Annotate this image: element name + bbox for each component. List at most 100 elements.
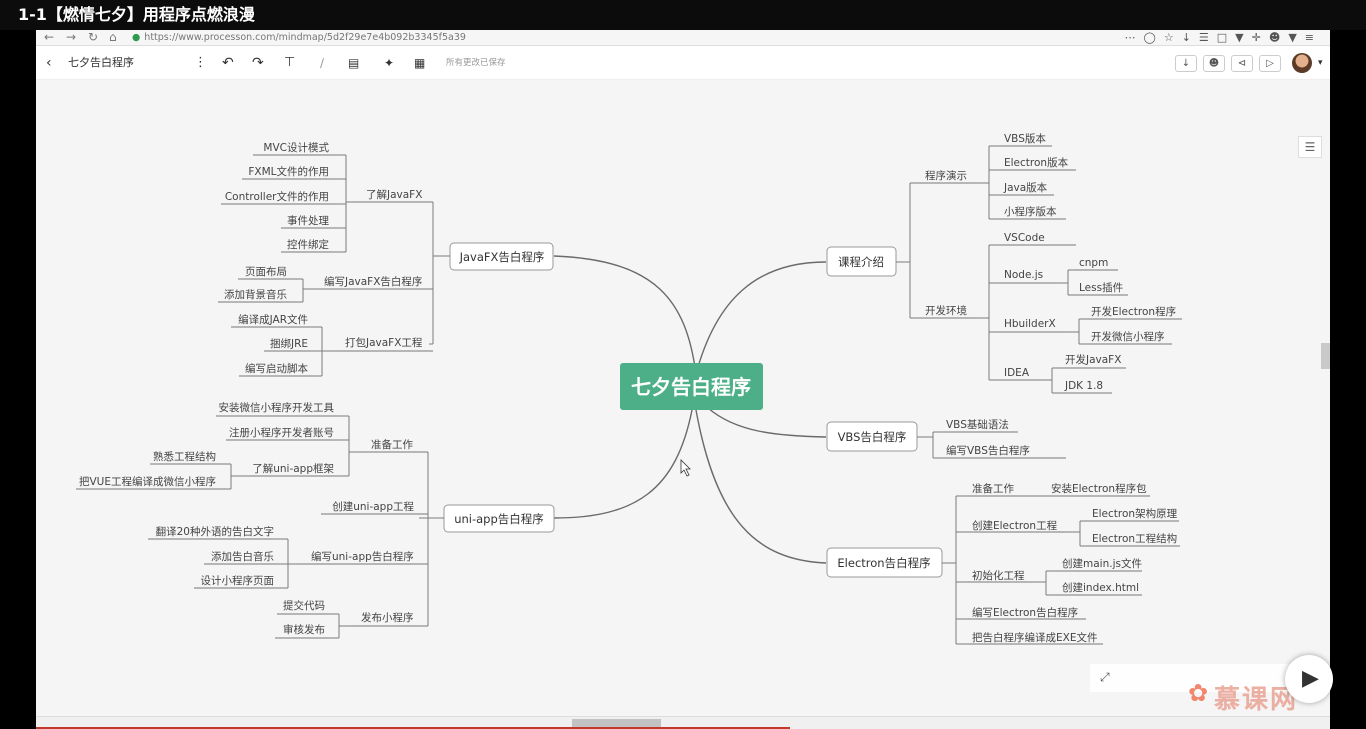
editor-toolbar: ‹ 七夕告白程序 ⋮ ↶ ↷ ⊤ ∕ ▤ ✦ ▦ 所有更改已保存 ↓ ☻ ⊲ ▷… — [36, 46, 1330, 80]
browser-url-bar: ← → ↻ ⌂ ●https://www.processon.com/mindm… — [36, 30, 1330, 46]
avatar[interactable] — [1292, 53, 1312, 73]
magic-icon[interactable]: ✦ — [384, 56, 395, 70]
mindmap-svg: 七夕告白程序 JavaFX告白程序 了解JavaFX MVC设计模式 FXML文… — [76, 132, 1182, 645]
label-javafx: JavaFX告白程序 — [459, 250, 545, 264]
format-painter-icon[interactable]: ⊤ — [284, 55, 296, 70]
label-demo[interactable]: 程序演示 — [925, 169, 967, 182]
item-jre[interactable]: 捆绑JRE — [270, 337, 308, 350]
item-jar[interactable]: 编译成JAR文件 — [238, 313, 308, 326]
label-hbuilder[interactable]: HbuilderX — [1004, 318, 1056, 330]
clear-format-icon[interactable]: ∕ — [320, 56, 325, 70]
item-electron-structure[interactable]: Electron工程结构 — [1092, 532, 1177, 545]
url-text: https://www.processon.com/mindmap/5d2f29… — [144, 32, 466, 43]
mouse-cursor-icon — [680, 459, 691, 477]
back-icon[interactable]: ← — [44, 30, 55, 44]
item-demo-electron[interactable]: Electron版本 — [1004, 156, 1069, 169]
reload-icon[interactable]: ↻ — [88, 30, 99, 44]
item-vscode[interactable]: VSCode — [1004, 232, 1045, 244]
item-vue-compile[interactable]: 把VUE工程编译成微信小程序 — [79, 475, 216, 488]
item-demo-vbs[interactable]: VBS版本 — [1004, 132, 1046, 145]
item-structure[interactable]: 熟悉工程结构 — [153, 450, 216, 463]
item-jdk[interactable]: JDK 1.8 — [1064, 380, 1103, 392]
item-page-design[interactable]: 设计小程序页面 — [201, 574, 275, 587]
item-less[interactable]: Less插件 — [1079, 281, 1123, 294]
vertical-scrollbar[interactable] — [1321, 343, 1330, 369]
item-wx-tool[interactable]: 安装微信小程序开发工具 — [219, 401, 335, 414]
fit-screen-icon[interactable]: ⤢ — [1100, 670, 1110, 684]
redo-icon[interactable]: ↷ — [252, 55, 264, 71]
download-button[interactable]: ↓ — [1175, 55, 1197, 72]
label-pack-javafx[interactable]: 打包JavaFX工程 — [345, 336, 423, 349]
item-mvc[interactable]: MVC设计模式 — [263, 141, 329, 154]
item-cnpm[interactable]: cnpm — [1079, 257, 1108, 269]
item-submit[interactable]: 提交代码 — [283, 599, 325, 612]
horizontal-scrollbar[interactable] — [36, 716, 1330, 729]
item-electron-arch[interactable]: Electron架构原理 — [1092, 507, 1178, 520]
item-dev-wx[interactable]: 开发微信小程序 — [1091, 330, 1165, 343]
label-uniapp-prepare[interactable]: 准备工作 — [371, 438, 413, 451]
label-node[interactable]: Node.js — [1004, 269, 1043, 281]
item-music[interactable]: 添加告白音乐 — [211, 550, 274, 563]
item-demo-java[interactable]: Java版本 — [1003, 181, 1048, 194]
video-progress-bar[interactable] — [36, 727, 790, 729]
chevron-down-icon[interactable]: ▾ — [1318, 58, 1323, 68]
item-dev-electron[interactable]: 开发Electron程序 — [1091, 305, 1176, 318]
item-install-electron[interactable]: 安装Electron程序包 — [1051, 482, 1147, 495]
label-env[interactable]: 开发环境 — [925, 304, 967, 317]
item-controller[interactable]: Controller文件的作用 — [225, 190, 329, 203]
back-arrow-icon[interactable]: ‹ — [46, 55, 52, 71]
item-translate[interactable]: 翻译20种外语的告白文字 — [156, 525, 274, 538]
scrollbar-thumb[interactable] — [572, 719, 661, 728]
present-button[interactable]: ▷ — [1259, 55, 1281, 72]
item-vbs-basics[interactable]: VBS基础语法 — [946, 418, 1009, 431]
style-icon[interactable]: ▤ — [348, 56, 360, 70]
play-icon[interactable]: ▶ — [1285, 655, 1333, 703]
item-script[interactable]: 编写启动脚本 — [245, 362, 308, 375]
item-indexhtml[interactable]: 创建index.html — [1062, 581, 1139, 594]
video-title: 1-1【燃情七夕】用程序点燃浪漫 — [0, 0, 1366, 30]
item-event[interactable]: 事件处理 — [287, 214, 329, 227]
item-demo-mini[interactable]: 小程序版本 — [1004, 205, 1057, 218]
label-idea[interactable]: IDEA — [1004, 367, 1030, 379]
curve-electron — [695, 409, 827, 564]
item-review[interactable]: 审核发布 — [283, 623, 325, 636]
label-understand-javafx[interactable]: 了解JavaFX — [366, 188, 422, 201]
mindmap-canvas[interactable]: 七夕告白程序 JavaFX告白程序 了解JavaFX MVC设计模式 FXML文… — [36, 80, 1330, 716]
label-uniapp-create[interactable]: 创建uni-app工程 — [332, 500, 414, 513]
address-field[interactable]: ●https://www.processon.com/mindmap/5d2f2… — [132, 30, 1082, 45]
more-icon[interactable]: ⋮ — [194, 55, 207, 70]
label-electron-compile[interactable]: 把告白程序编译成EXE文件 — [972, 631, 1097, 644]
label-uniapp-know[interactable]: 了解uni-app框架 — [252, 462, 334, 475]
settings-icon[interactable]: ☰ — [1298, 136, 1322, 158]
zoom-controls[interactable]: ⤢ — [1090, 664, 1290, 692]
label-uniapp-write[interactable]: 编写uni-app告白程序 — [311, 550, 414, 563]
item-vbs-write[interactable]: 编写VBS告白程序 — [946, 444, 1030, 457]
save-status: 所有更改已保存 — [446, 58, 506, 68]
label-uniapp-publish[interactable]: 发布小程序 — [361, 611, 414, 624]
item-layout[interactable]: 页面布局 — [245, 266, 287, 278]
item-wx-account[interactable]: 注册小程序开发者账号 — [229, 426, 334, 439]
browser-window: ← → ↻ ⌂ ●https://www.processon.com/mindm… — [36, 30, 1330, 729]
flame-logo-icon: ✿ — [1188, 679, 1209, 707]
browser-toolbar-icons[interactable]: ⋯◯☆↓☰□▼✛☻▼≡ — [1124, 31, 1322, 44]
label-electron-write[interactable]: 编写Electron告白程序 — [972, 606, 1078, 619]
home-icon[interactable]: ⌂ — [109, 30, 117, 44]
doc-title[interactable]: 七夕告白程序 — [68, 56, 134, 69]
undo-icon[interactable]: ↶ — [222, 55, 234, 71]
forward-icon[interactable]: → — [66, 30, 77, 44]
label-electron-create[interactable]: 创建Electron工程 — [972, 519, 1058, 532]
label-electron-init[interactable]: 初始化工程 — [972, 569, 1025, 582]
share-button[interactable]: ⊲ — [1231, 55, 1253, 72]
collaborate-button[interactable]: ☻ — [1203, 55, 1225, 72]
item-dev-javafx[interactable]: 开发JavaFX — [1065, 353, 1121, 366]
logo-watermark: 慕课网 — [1214, 685, 1299, 715]
label-write-javafx[interactable]: 编写JavaFX告白程序 — [324, 275, 422, 288]
item-bgm[interactable]: 添加背景音乐 — [224, 288, 287, 301]
item-mainjs[interactable]: 创建main.js文件 — [1062, 557, 1142, 570]
item-fxml[interactable]: FXML文件的作用 — [248, 165, 329, 178]
item-binding[interactable]: 控件绑定 — [287, 238, 329, 251]
layout-icon[interactable]: ▦ — [414, 56, 426, 70]
root-node[interactable] — [620, 363, 763, 410]
label-electron-prepare[interactable]: 准备工作 — [972, 482, 1014, 495]
curve-javafx — [553, 255, 697, 375]
